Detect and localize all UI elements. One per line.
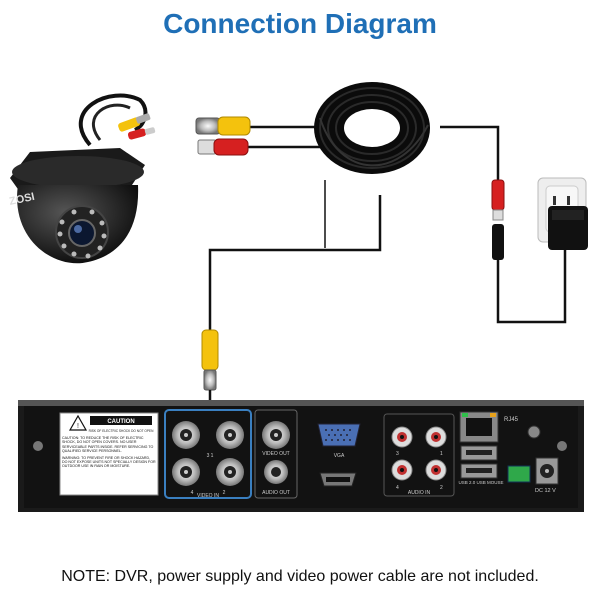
- audio-out-port[interactable]: [264, 460, 288, 484]
- ch3-label: 3: [207, 453, 210, 459]
- caution-title: CAUTION: [107, 419, 134, 425]
- cable-bnc-connector-top: [195, 116, 251, 136]
- audio-in-ports: 3 1 4 2 AUDIO IN: [383, 413, 455, 497]
- camera-dc-connector: [127, 127, 156, 140]
- ain2-label: 2: [440, 485, 443, 491]
- ground-screw: [527, 425, 541, 439]
- hdmi-port[interactable]: [319, 472, 357, 487]
- dvr-rear-panel: ! CAUTION RISK OF ELECTRIC SHOCK DO NOT …: [18, 400, 584, 512]
- ain1-label: 1: [440, 451, 443, 457]
- vga-label: VGA: [334, 453, 345, 459]
- cable-dc-connector-top: [197, 138, 249, 156]
- audio-in-port-3[interactable]: [391, 426, 413, 448]
- svg-text:!: !: [77, 423, 79, 430]
- footer-note: NOTE: DVR, power supply and video power …: [61, 568, 539, 585]
- ch4-label: 4: [191, 490, 194, 496]
- video-in-port-1[interactable]: [216, 421, 244, 449]
- video-in-port-4[interactable]: [172, 458, 200, 486]
- dc-power-jack[interactable]: [535, 457, 559, 485]
- caution-text: CAUTION: TO REDUCE THE RISK OF ELECTRIC …: [62, 436, 154, 454]
- camera-bnc-connector: [118, 113, 151, 132]
- usb-ports: [460, 445, 498, 479]
- rj45-port[interactable]: [459, 411, 499, 443]
- video-out-port[interactable]: [262, 421, 290, 449]
- cable-dc-connector-power: [491, 179, 505, 260]
- video-power-cable: [195, 82, 567, 405]
- video-in-label: VIDEO IN: [197, 493, 219, 499]
- audio-in-port-1[interactable]: [425, 426, 447, 448]
- warning-text: WARNING: TO PREVENT FIRE OR SHOCK HAZARD…: [62, 455, 156, 469]
- caution-label: ! CAUTION RISK OF ELECTRIC SHOCK DO NOT …: [59, 412, 159, 496]
- terminal-block[interactable]: [507, 465, 531, 483]
- power-adapter: [548, 206, 588, 250]
- dome-camera: ZOSI: [8, 93, 156, 264]
- audio-in-port-2[interactable]: [425, 459, 447, 481]
- video-in-ports: 3 1 4 2 VIDEO IN: [164, 409, 252, 499]
- audio-in-port-4[interactable]: [391, 459, 413, 481]
- video-in-port-3[interactable]: [172, 421, 200, 449]
- power-label: DC 12 V: [535, 488, 556, 494]
- video-in-port-2[interactable]: [216, 458, 244, 486]
- ch2-label: 2: [223, 490, 226, 496]
- video-out-label: VIDEO OUT: [262, 451, 290, 457]
- cable-bnc-connector-dvr: [201, 329, 219, 405]
- audio-out-label: AUDIO OUT: [262, 490, 290, 496]
- diagram-title: Connection Diagram: [163, 8, 437, 39]
- usb-label: USB 2.0 USB MOUSE: [458, 480, 504, 485]
- cable-coil: [314, 82, 430, 174]
- audio-in-label: AUDIO IN: [408, 490, 431, 496]
- rj45-label: RJ45: [504, 417, 519, 423]
- ir-leds: [57, 209, 107, 259]
- ain4-label: 4: [396, 485, 399, 491]
- vga-port[interactable]: [317, 423, 361, 447]
- ch1-label: 1: [211, 453, 214, 459]
- ain3-label: 3: [396, 451, 399, 457]
- camera-brand-logo: ZOSI: [8, 191, 36, 208]
- caution-subtitle: RISK OF ELECTRIC SHOCK DO NOT OPEN: [89, 429, 154, 433]
- video-audio-out-ports: VIDEO OUT AUDIO OUT: [254, 409, 298, 499]
